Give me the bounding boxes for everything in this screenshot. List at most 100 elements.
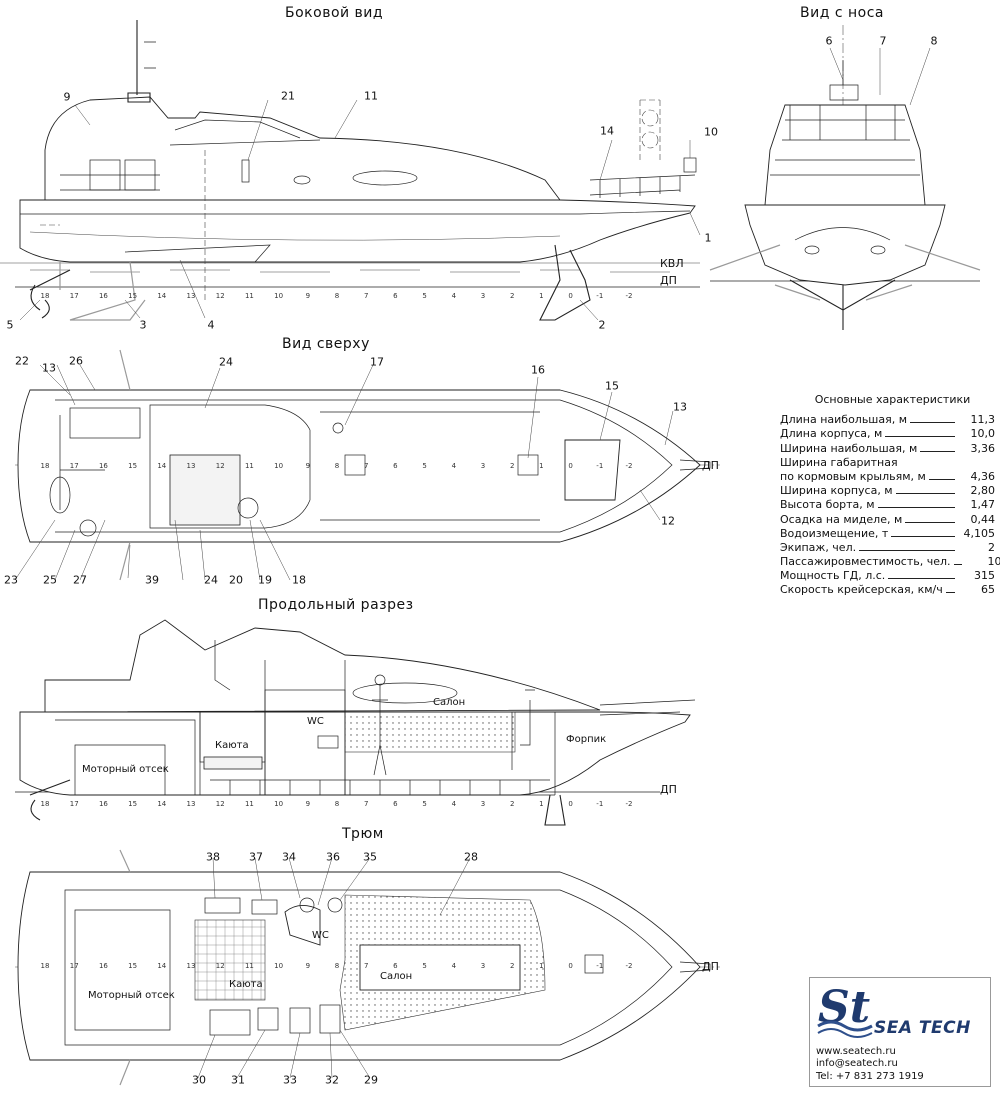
spec-label: Ширина габаритная xyxy=(780,455,898,469)
frame-number: 14 xyxy=(157,292,166,300)
frame-number: 8 xyxy=(335,292,339,300)
section-superstructure xyxy=(44,619,601,713)
callout-30: 30 xyxy=(192,1073,206,1087)
liferaft-23 xyxy=(49,476,71,514)
callout-27: 27 xyxy=(73,573,87,587)
frame-number: 3 xyxy=(481,800,485,808)
spec-value: 65 xyxy=(981,583,995,597)
frame-number: 6 xyxy=(393,462,398,470)
specifications-title: Основные характеристики xyxy=(814,393,971,406)
callout-26: 26 xyxy=(69,354,83,368)
spec-label: Ширина корпуса, м xyxy=(780,484,893,498)
callout-31: 31 xyxy=(231,1073,245,1087)
bow-cabin xyxy=(764,104,926,206)
frame-number: 9 xyxy=(306,962,310,970)
pilot-figure xyxy=(214,640,231,691)
spec-leader-line xyxy=(888,578,955,580)
compartment-salon-hold: Салон xyxy=(380,971,413,982)
section-window xyxy=(352,682,458,704)
frame-number: -1 xyxy=(596,800,603,808)
callout-36: 36 xyxy=(326,850,340,864)
frame-number: 4 xyxy=(452,800,457,808)
frame-number: 9 xyxy=(306,800,310,808)
callout-14: 14 xyxy=(600,124,614,138)
view-title-hold: Трюм xyxy=(342,826,384,842)
view-title-bow: Вид с носа xyxy=(800,5,884,21)
hold-cabin-floor xyxy=(194,919,266,1001)
mast xyxy=(127,20,151,103)
cockpit-area xyxy=(149,404,311,529)
bow-lamp-r xyxy=(870,245,886,255)
callout-2: 2 xyxy=(598,318,606,332)
frame-number: 9 xyxy=(306,462,310,470)
aft-seat-block-2 xyxy=(124,159,156,191)
aft-hydrofoil xyxy=(59,261,146,321)
bow-hydrofoil xyxy=(539,244,591,321)
deck-hatch-16 xyxy=(517,454,539,476)
frame-number: 8 xyxy=(335,800,339,808)
frame-number: 13 xyxy=(187,962,196,970)
hold-salon-floor xyxy=(359,944,521,991)
door-handle-21 xyxy=(241,159,250,183)
frame-number: 2 xyxy=(510,292,514,300)
callout-20: 20 xyxy=(229,573,243,587)
frame-number: 7 xyxy=(364,962,368,970)
callout-1: 1 xyxy=(704,231,712,245)
callout-34: 34 xyxy=(282,850,296,864)
view-title-side: Боковой вид xyxy=(285,5,384,21)
spec-value: 10 xyxy=(987,555,1000,569)
frame-number: 6 xyxy=(393,962,398,970)
frame-number: 10 xyxy=(274,292,283,300)
top-deck-edge xyxy=(55,399,673,533)
callout-22: 22 xyxy=(15,354,29,368)
callout-8: 8 xyxy=(930,34,938,48)
view-title-section: Продольный разрез xyxy=(258,597,414,613)
callout-39: 39 xyxy=(145,573,159,587)
frame-number: 2 xyxy=(510,800,514,808)
hatch-17 xyxy=(332,422,344,434)
spec-row: Экипаж, чел.2 xyxy=(780,540,995,554)
compartment-cabin-section: Каюта xyxy=(215,740,249,751)
callout-35: 35 xyxy=(363,850,377,864)
forepeak-hatch-15 xyxy=(564,439,621,501)
logo-phone: Tel: +7 831 273 1919 xyxy=(816,1071,924,1082)
bow-view xyxy=(709,25,981,330)
frame-number: 10 xyxy=(274,962,283,970)
seatech-logo-icon: St xyxy=(817,982,873,1038)
davit-circle-1 xyxy=(641,109,659,127)
salon-sofa xyxy=(344,711,516,753)
specifications-table: Основные характеристики Длина наибольшая… xyxy=(780,393,1000,597)
aft-bench xyxy=(69,407,141,439)
callout-13-bow: 13 xyxy=(673,400,687,414)
engine-bay-wall xyxy=(55,719,196,795)
spec-value: 10,0 xyxy=(970,427,996,441)
frame-number: 1 xyxy=(539,800,543,808)
frame-number: -2 xyxy=(626,800,633,808)
frame-number: -1 xyxy=(596,292,603,300)
callout-7: 7 xyxy=(879,34,887,48)
hull-seam xyxy=(29,231,561,241)
frame-number: 16 xyxy=(99,462,108,470)
frame-number: 10 xyxy=(274,462,283,470)
person-standing xyxy=(372,685,388,776)
logo-brand-name: SEA TECH xyxy=(874,1018,971,1038)
spec-row: Ширина габаритная xyxy=(780,455,995,469)
callout-12: 12 xyxy=(661,514,675,528)
frame-number: 1 xyxy=(539,292,543,300)
callout-16: 16 xyxy=(531,363,545,377)
frame-number: 12 xyxy=(216,800,225,808)
logo-website: www.seatech.ru xyxy=(816,1046,896,1057)
spec-value: 3,36 xyxy=(970,441,996,455)
hold-bow-pulpit xyxy=(679,961,711,973)
callout-24-bottom: 24 xyxy=(204,573,218,587)
frame-number: 13 xyxy=(187,292,196,300)
davit-circle-2 xyxy=(641,131,659,149)
spec-label: Длина корпуса, м xyxy=(780,427,883,441)
section-bow-foil xyxy=(544,794,566,826)
